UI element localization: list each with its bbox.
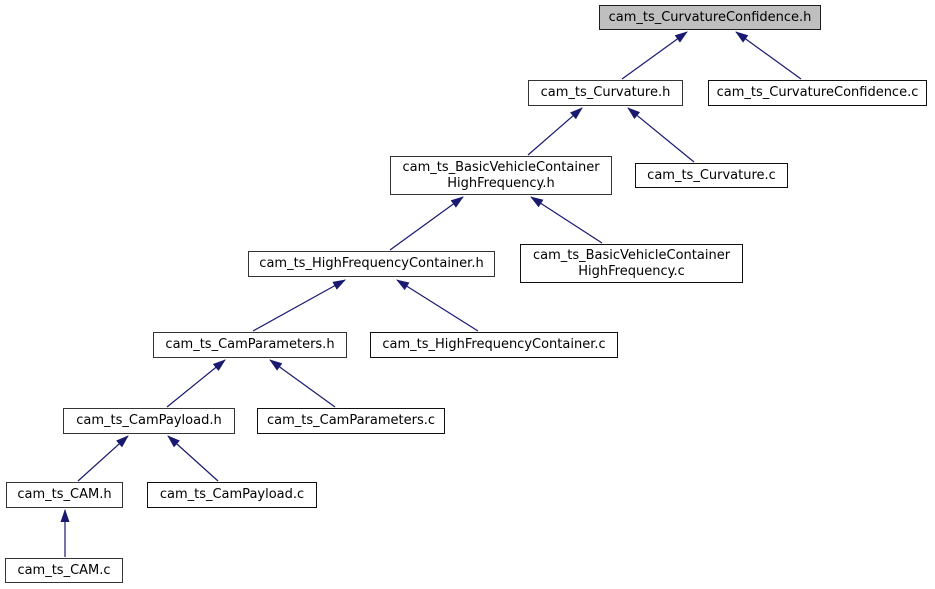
edge-basic_vehicle_container_high_frequency_h-includes-curvature_h (527, 107, 583, 156)
graph-node-cam_parameters_h[interactable]: cam_ts_CamParameters.h (153, 332, 347, 358)
graph-node-basic_vehicle_container_high_frequency_c[interactable]: cam_ts_BasicVehicleContainer HighFrequen… (520, 244, 743, 283)
edge-high_frequency_container_h-includes-basic_vehicle_container_high_frequency_h (389, 196, 464, 251)
graph-node-curvature_c[interactable]: cam_ts_Curvature.c (635, 163, 788, 188)
graph-node-cam_c[interactable]: cam_ts_CAM.c (5, 558, 123, 583)
edge-cam_parameters_c-includes-cam_parameters_h (269, 359, 336, 408)
edge-cam_payload_c-includes-cam_payload_h (167, 435, 219, 482)
graph-node-curvature_h[interactable]: cam_ts_Curvature.h (528, 80, 683, 106)
graph-node-cam_parameters_c[interactable]: cam_ts_CamParameters.c (257, 408, 445, 434)
graph-node-curvature_confidence_h: cam_ts_CurvatureConfidence.h (599, 5, 821, 30)
edge-cam_payload_h-includes-cam_parameters_h (166, 359, 226, 408)
edge-cam_h-includes-cam_payload_h (77, 435, 129, 482)
edge-curvature_confidence_c-includes-curvature_confidence_h (735, 31, 802, 80)
graph-node-high_frequency_container_h[interactable]: cam_ts_HighFrequencyContainer.h (248, 251, 495, 277)
edge-high_frequency_container_c-includes-high_frequency_container_h (396, 279, 479, 332)
edge-cam_parameters_h-includes-high_frequency_container_h (252, 279, 346, 332)
graph-node-curvature_confidence_c[interactable]: cam_ts_CurvatureConfidence.c (708, 80, 927, 106)
graph-node-cam_payload_c[interactable]: cam_ts_CamPayload.c (147, 482, 317, 508)
graph-node-cam_h[interactable]: cam_ts_CAM.h (6, 482, 123, 508)
edge-curvature_h-includes-curvature_confidence_h (621, 31, 688, 80)
edge-curvature_c-includes-curvature_h (627, 107, 695, 163)
graph-node-high_frequency_container_c[interactable]: cam_ts_HighFrequencyContainer.c (370, 332, 618, 358)
edge-basic_vehicle_container_high_frequency_c-includes-basic_vehicle_container_high_frequency_h (530, 196, 603, 244)
graph-node-basic_vehicle_container_high_frequency_h[interactable]: cam_ts_BasicVehicleContainer HighFrequen… (390, 156, 612, 195)
graph-node-cam_payload_h[interactable]: cam_ts_CamPayload.h (63, 408, 235, 434)
